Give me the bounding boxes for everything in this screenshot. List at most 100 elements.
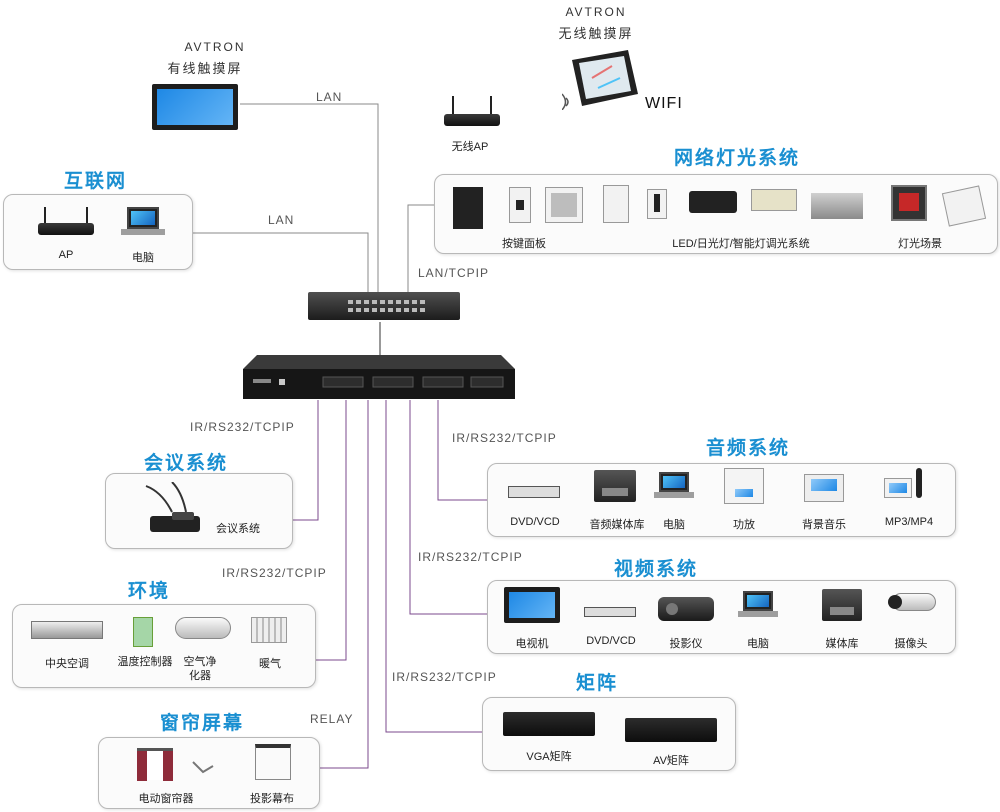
scene-panel-icon-1 [891, 185, 927, 221]
tablet-brand: AVTRON [565, 5, 627, 19]
air-purifier-icon [175, 617, 231, 639]
video-label-camera: 摄像头 [894, 638, 928, 650]
wire-curtain [320, 400, 369, 769]
light-switch-icon [603, 185, 629, 223]
audio-label-dvd: DVD/VCD [510, 516, 560, 528]
environment-group: 中央空调 温度控制器 空气净化器 暖气 [12, 604, 316, 688]
camera-icon [884, 591, 938, 617]
av-matrix-icon [625, 718, 717, 742]
matrix-label-av: AV矩阵 [653, 755, 689, 767]
env-label-ac: 中央空调 [45, 658, 89, 670]
touchpanel-name: 有线触摸屏 [167, 61, 243, 76]
audio-label-media: 音频媒体库 [589, 519, 645, 531]
video-laptop-icon [738, 591, 778, 621]
video-label-media: 媒体库 [825, 638, 859, 650]
link-label-ir-env: IR/RS232/TCPIP [222, 566, 327, 580]
internet-label-pc: 电脑 [132, 252, 154, 264]
curtain-title: 窗帘屏幕 [160, 713, 245, 734]
tablet-icon [561, 48, 640, 111]
projector-icon [658, 597, 714, 621]
tv-icon [504, 587, 560, 623]
scene-panel-icon-2 [941, 185, 987, 227]
audio-laptop-icon [654, 472, 694, 502]
wire-touchpanel-lan [240, 103, 379, 292]
wire-internet-lan [192, 232, 369, 292]
env-label-heater: 暖气 [259, 658, 281, 670]
dvd-icon [508, 486, 560, 498]
led-module-icon [647, 189, 667, 219]
video-group: 电视机 DVD/VCD 投影仪 电脑 媒体库 摄像头 [487, 580, 956, 654]
curtain-label-motor: 电动窗帘器 [138, 793, 194, 805]
internet-title: 互联网 [64, 171, 128, 192]
video-media-library-icon [822, 589, 862, 621]
meeting-label: 会议系统 [216, 523, 260, 535]
key-panel-icon-3 [545, 187, 583, 223]
link-label-ir-audio: IR/RS232/TCPIP [452, 431, 557, 445]
central-ac-icon [31, 621, 103, 639]
video-label-tv: 电视机 [515, 638, 549, 650]
lighting-label-key-panel: 按键面板 [502, 238, 546, 250]
curtain-motor-icon [191, 758, 215, 778]
vga-matrix-icon [503, 712, 595, 736]
wire-meeting [292, 400, 319, 521]
laptop-icon [121, 207, 165, 239]
wifi-label: WIFI [645, 95, 683, 112]
meeting-title: 会议系统 [144, 453, 229, 474]
video-dvd-icon [584, 607, 636, 617]
wire-video [409, 400, 487, 615]
curtain-group: 电动窗帘器 投影幕布 [98, 737, 320, 809]
env-label-purifier: 空气净化器 [183, 656, 217, 682]
audio-label-mp3: MP3/MP4 [884, 516, 934, 528]
lighting-group: 按键面板 LED/日光灯/智能灯调光系统 灯光场景 [434, 174, 998, 254]
router-icon [38, 207, 94, 237]
wire-matrix [385, 400, 482, 733]
meeting-group: 会议系统 [105, 473, 293, 549]
key-panel-icon-1 [453, 187, 483, 229]
lighting-title: 网络灯光系统 [674, 148, 801, 169]
env-label-thermostat: 温度控制器 [117, 656, 173, 668]
matrix-group: VGA矩阵 AV矩阵 [482, 697, 736, 771]
environment-title: 环境 [128, 581, 171, 602]
touchpanel-icon [152, 84, 238, 130]
dimmer-board-icon [751, 189, 797, 211]
internet-label-ap: AP [58, 249, 74, 261]
mp3-icon [884, 468, 926, 504]
lighting-label-scene: 灯光场景 [898, 238, 942, 250]
rack-dimmer-icon [811, 193, 863, 219]
touchpanel-brand: AVTRON [184, 40, 246, 54]
video-label-pc: 电脑 [747, 638, 769, 650]
internet-group: AP 电脑 [3, 194, 193, 270]
link-label-lan-top: LAN [316, 90, 343, 104]
motorized-curtain-icon [137, 748, 173, 781]
tablet-name: 无线触摸屏 [558, 26, 634, 41]
media-library-icon [594, 470, 636, 502]
wire-lighting-lan [407, 204, 435, 292]
curtain-label-screen: 投影幕布 [250, 793, 294, 805]
audio-group: DVD/VCD 音频媒体库 电脑 功放 背景音乐 MP3/MP4 [487, 463, 956, 537]
wireless-ap-icon [444, 96, 500, 130]
audio-label-pc: 电脑 [663, 519, 685, 531]
link-label-lan-tcpip: LAN/TCPIP [418, 266, 490, 280]
thermostat-icon [133, 617, 153, 647]
lighting-label-dimmer-system: LED/日光灯/智能灯调光系统 [672, 238, 810, 250]
radiator-icon [251, 617, 287, 643]
video-label-projector: 投影仪 [669, 638, 703, 650]
conference-mic-icon [142, 481, 206, 538]
background-music-icon [804, 474, 844, 502]
link-label-lan-internet: LAN [268, 213, 295, 227]
video-title: 视频系统 [614, 559, 699, 580]
key-panel-icon-2 [509, 187, 531, 223]
link-label-ir-matrix: IR/RS232/TCPIP [392, 670, 497, 684]
video-label-dvd: DVD/VCD [586, 635, 636, 647]
amplifier-icon [724, 468, 764, 504]
dimmer-icon [689, 191, 737, 213]
link-label-relay: RELAY [310, 712, 354, 726]
matrix-title: 矩阵 [576, 673, 619, 694]
wire-env [316, 400, 347, 661]
link-label-ir-video: IR/RS232/TCPIP [418, 550, 523, 564]
matrix-label-vga: VGA矩阵 [526, 751, 572, 763]
wire-audio [437, 400, 487, 501]
audio-label-amp: 功放 [733, 519, 755, 531]
wireless-ap-label: 无线AP [451, 141, 489, 153]
